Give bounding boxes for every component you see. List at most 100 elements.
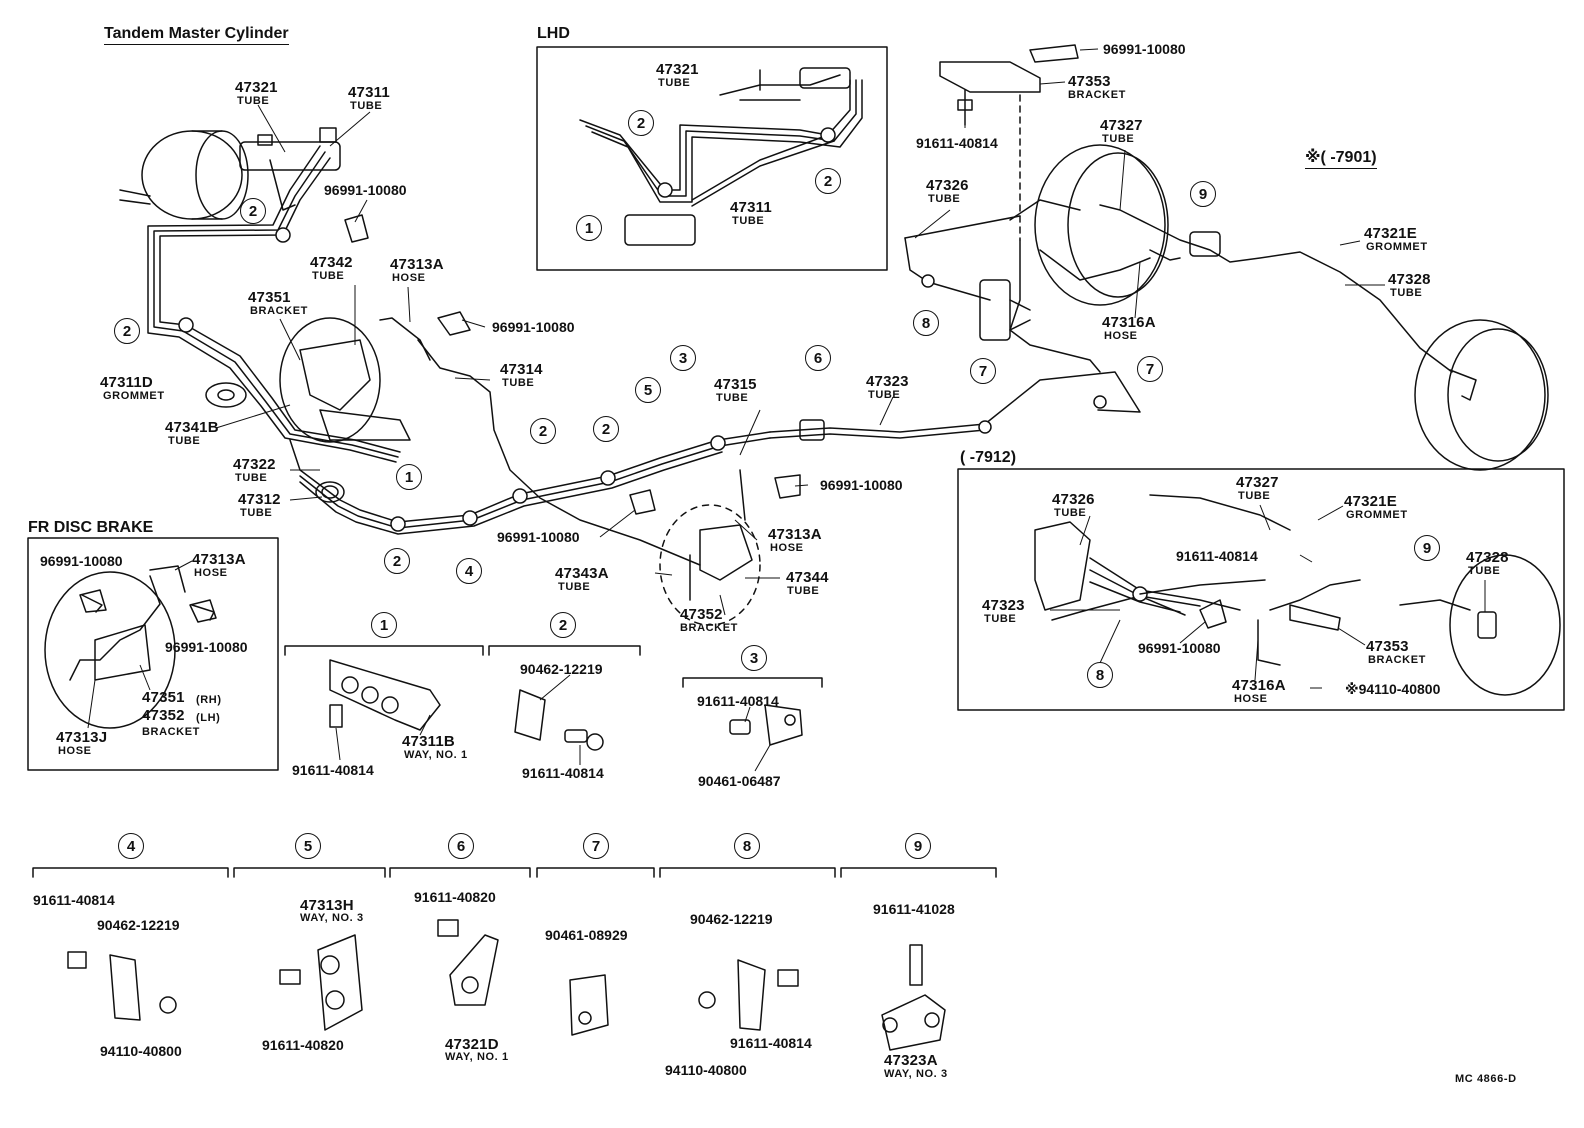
d8-part-90462-12219: 90462-12219 xyxy=(690,911,773,927)
lhd-part-47321: 47321 xyxy=(656,61,699,78)
part-47352-main: 47352 xyxy=(680,606,723,623)
part-47311-type: TUBE xyxy=(350,100,383,112)
detail-header-2: 2 xyxy=(550,612,576,638)
part-47314: 47314 xyxy=(500,361,543,378)
part-47321D-type: WAY, NO. 1 xyxy=(445,1051,509,1063)
tandem-master-cylinder-title: Tandem Master Cylinder xyxy=(104,26,289,45)
part-47311D: 47311D xyxy=(100,374,153,391)
detail-header-6: 6 xyxy=(448,833,474,859)
part-47341B-type: TUBE xyxy=(168,435,201,447)
detail-header-3: 3 xyxy=(741,645,767,671)
fr-disc-brake-title: FR DISC BRAKE xyxy=(28,519,154,536)
clip-96991-cluster xyxy=(79,44,1227,629)
i2-part-94110-40800: ※94110-40800 xyxy=(1345,681,1441,697)
fr-disc-brake-frame xyxy=(27,537,279,771)
part-47327-a: 47327 xyxy=(1100,117,1143,134)
d8-part-91611-40814: 91611-40814 xyxy=(730,1035,812,1051)
i2-part-47326: 47326 xyxy=(1052,491,1095,508)
callout-4: 4 xyxy=(456,558,482,584)
fr-part-47313J: 47313J xyxy=(56,729,108,746)
drawing-code: MC 4866-D xyxy=(1455,1073,1517,1085)
i2-part-47328-type: TUBE xyxy=(1468,565,1501,577)
part-47327-a-type: TUBE xyxy=(1102,133,1135,145)
detail-90461-06487 xyxy=(729,704,803,746)
callout-1: 1 xyxy=(396,464,422,490)
part-47351: 47351 xyxy=(248,289,291,306)
detail-bracket-lines xyxy=(32,645,997,878)
part-47311B-type: WAY, NO. 1 xyxy=(404,749,468,761)
detail-header-8: 8 xyxy=(734,833,760,859)
fr-part-47313A: 47313A xyxy=(192,551,246,568)
d8-part-94110-40800: 94110-40800 xyxy=(665,1062,747,1078)
part-47344-type: TUBE xyxy=(787,585,820,597)
detail-header-1: 1 xyxy=(371,612,397,638)
fr-part-96991-b: 96991-10080 xyxy=(165,639,248,655)
lhd-callout-2: 2 xyxy=(628,110,654,136)
callout-2: 2 xyxy=(593,416,619,442)
part-47321D: 47321D xyxy=(445,1036,499,1053)
fr-part-47352-type: BRACKET xyxy=(142,726,200,738)
i2-part-47353: 47353 xyxy=(1366,638,1409,655)
part-96991-d: 96991-10080 xyxy=(497,529,580,545)
detail-47313H xyxy=(279,934,363,1031)
callout-2: 2 xyxy=(240,198,266,224)
part-47344: 47344 xyxy=(786,569,829,586)
d1-part-91611-40814: 91611-40814 xyxy=(292,762,374,778)
part-47351-type: BRACKET xyxy=(250,305,308,317)
part-47323A: 47323A xyxy=(884,1052,938,1069)
part-47311D-type: GROMMET xyxy=(103,390,165,402)
detail-47323A xyxy=(881,944,946,1051)
part-47313A-b-type: HOSE xyxy=(770,542,804,554)
fr-part-47351: 47351 xyxy=(142,689,185,706)
fr-part-47352: 47352 xyxy=(142,707,185,724)
part-47326-a-type: TUBE xyxy=(928,193,961,205)
d2-part-90462-12219: 90462-12219 xyxy=(520,661,603,677)
part-47328-a-type: TUBE xyxy=(1390,287,1423,299)
lhd-part-47321-type: TUBE xyxy=(658,77,691,89)
i2-part-47327: 47327 xyxy=(1236,474,1279,491)
front-brake-assembly xyxy=(279,317,431,503)
part-47316A-a-type: HOSE xyxy=(1104,330,1138,342)
i2-callout-8: 8 xyxy=(1087,662,1113,688)
part-47353-a-type: BRACKET xyxy=(1068,89,1126,101)
d4-part-90462-12219: 90462-12219 xyxy=(97,917,180,933)
fr-part-47352-side: (LH) xyxy=(196,712,221,724)
i2-part-47323: 47323 xyxy=(982,597,1025,614)
part-96991-c: 96991-10080 xyxy=(820,477,903,493)
d6-part-91611-40820: 91611-40820 xyxy=(414,889,496,905)
centre-tube-run xyxy=(299,431,771,535)
centre-caliper xyxy=(659,469,761,626)
part-47313A-a-type: HOSE xyxy=(392,272,426,284)
rear-drum-right xyxy=(1414,319,1549,471)
part-47328-a: 47328 xyxy=(1388,271,1431,288)
d2-part-91611-40814: 91611-40814 xyxy=(522,765,604,781)
part-47321-type: TUBE xyxy=(237,95,270,107)
part-47316A-a: 47316A xyxy=(1102,314,1156,331)
rear-drum-left xyxy=(1009,144,1169,306)
part-91611-40814-a: 91611-40814 xyxy=(916,135,998,151)
part-47342: 47342 xyxy=(310,254,353,271)
fr-part-47351-side: (RH) xyxy=(196,694,222,706)
rear-line-47323 xyxy=(769,371,1141,441)
detail-header-7: 7 xyxy=(583,833,609,859)
part-47326-a: 47326 xyxy=(926,177,969,194)
grommet-47311D xyxy=(205,382,247,408)
i2-part-47327-type: TUBE xyxy=(1238,490,1271,502)
inset-7912-drawing xyxy=(1034,494,1561,696)
part-47313H-type: WAY, NO. 3 xyxy=(300,912,364,924)
callout-8: 8 xyxy=(913,310,939,336)
i2-part-47321E: 47321E xyxy=(1344,493,1397,510)
d3-part-90461-06487: 90461-06487 xyxy=(698,773,781,789)
callout-9: 9 xyxy=(1190,181,1216,207)
lhd-inset-frame xyxy=(536,46,888,271)
bracket-47353-top xyxy=(939,61,1041,93)
i2-part-91611-40814: 91611-40814 xyxy=(1176,548,1258,564)
fr-part-47313J-type: HOSE xyxy=(58,745,92,757)
i2-part-47326-type: TUBE xyxy=(1054,507,1087,519)
d7-part-90461-08929: 90461-08929 xyxy=(545,927,628,943)
part-47321: 47321 xyxy=(235,79,278,96)
i2-part-47328: 47328 xyxy=(1466,549,1509,566)
callout-7: 7 xyxy=(970,358,996,384)
i2-part-47353-type: BRACKET xyxy=(1368,654,1426,666)
